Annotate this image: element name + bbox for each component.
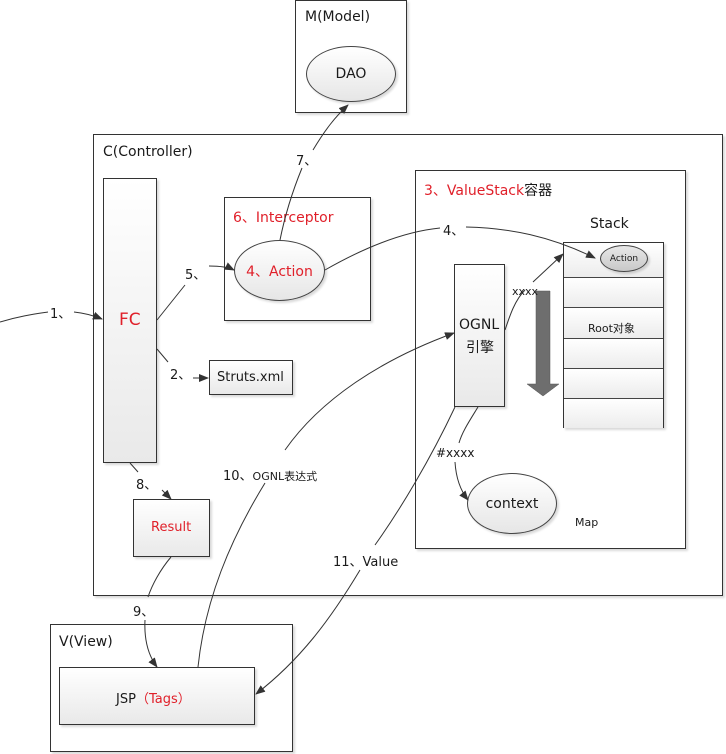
result-node[interactable]: Result	[133, 499, 210, 557]
action-node[interactable]: 4、Action	[234, 240, 325, 301]
stack-node: Root对象	[563, 242, 664, 428]
ognl-line2: 引擎	[466, 340, 494, 356]
stack-action-label: Action	[609, 253, 639, 264]
arrow-1	[0, 311, 49, 323]
fc-label: FC	[119, 310, 141, 330]
jsp-label: JSP（Tags）	[116, 688, 191, 707]
model-title: M(Model)	[305, 9, 371, 25]
context-node[interactable]: context	[467, 473, 557, 534]
controller-title: C(Controller)	[103, 144, 193, 160]
step-7-label: 7、	[296, 154, 318, 169]
ognl-engine-node[interactable]: OGNL 引擎	[454, 264, 505, 407]
step-10-number: 10、	[223, 469, 253, 484]
ognl-line1: OGNL	[459, 317, 500, 333]
valuestack-title-prefix: 3、ValueStack	[424, 183, 525, 199]
stack-label: Stack	[590, 216, 629, 232]
dao-label: DAO	[335, 66, 367, 82]
action-label: 4、Action	[246, 263, 313, 280]
interceptor-title: 6、Interceptor	[233, 210, 334, 226]
root-object-label: Root对象	[588, 322, 635, 335]
step-10-label: 10、OGNL表达式	[223, 465, 317, 484]
step-9-label: 9、	[133, 605, 155, 620]
jsp-node[interactable]: JSP（Tags）	[59, 667, 255, 725]
stack-row-4[interactable]	[564, 338, 663, 368]
step-5-label: 5、	[185, 268, 207, 283]
step-4-label: 4、	[443, 224, 465, 239]
stack-row-3[interactable]	[564, 307, 663, 338]
step-1-label: 1、	[50, 307, 72, 322]
step-2-label: 2、	[170, 368, 192, 383]
struts-xml-label: Struts.xml	[217, 370, 284, 385]
view-title: V(View)	[59, 634, 113, 650]
context-label: context	[485, 495, 539, 512]
step-11-label: 11、Value	[333, 555, 399, 570]
dao-node[interactable]: DAO	[306, 46, 396, 102]
stack-row-5[interactable]	[564, 368, 663, 398]
stack-row-6[interactable]	[564, 398, 663, 428]
stack-action-node[interactable]: Action	[600, 245, 648, 272]
xxxx-label: xxxx	[512, 285, 539, 298]
stack-row-2[interactable]	[564, 277, 663, 307]
step-8-label: 8、	[136, 478, 158, 493]
fc-node[interactable]: FC	[103, 178, 157, 463]
valuestack-title: 3、ValueStack容器	[424, 180, 552, 200]
map-label: Map	[575, 516, 599, 529]
jsp-text: JSP	[116, 692, 136, 707]
result-label: Result	[151, 520, 192, 535]
struts-xml-node[interactable]: Struts.xml	[209, 360, 293, 395]
step-10-text: OGNL表达式	[252, 470, 318, 483]
tags-text: （Tags）	[135, 692, 191, 707]
valuestack-title-suffix: 容器	[524, 183, 553, 199]
hash-xxxx-label: #xxxx	[436, 446, 475, 460]
